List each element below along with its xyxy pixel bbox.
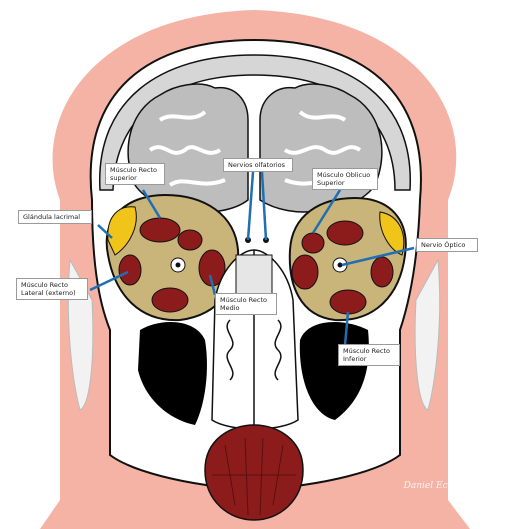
signature: Daniel Echeverría (404, 481, 486, 491)
label-superior-rectus: Músculo Recto superior (105, 163, 165, 185)
left-lateral-rectus (119, 255, 141, 285)
right-lateral-rectus (371, 257, 393, 287)
label-lateral-rectus: Músculo Recto Lateral (externo) (16, 278, 88, 300)
left-superior-oblique (178, 230, 202, 250)
label-superior-oblique: Músculo Oblicuo Superior (312, 168, 378, 190)
left-inferior-rectus (152, 288, 188, 312)
label-medial-rectus: Músculo Recto Medio (215, 293, 277, 315)
label-olfactory-nerves: Nervios olfatorios (223, 158, 293, 172)
right-optic-nerve-core (338, 263, 343, 268)
label-inferior-rectus: Músculo Recto Inferior (338, 344, 400, 366)
right-medial-rectus (292, 255, 318, 289)
left-superior-rectus (140, 218, 180, 242)
ethmoid-cells (236, 255, 272, 295)
tongue (205, 425, 303, 520)
right-superior-oblique (302, 233, 324, 253)
label-optic-nerve: Nervio Óptico (416, 238, 478, 252)
right-superior-rectus (327, 221, 363, 245)
left-optic-nerve-core (176, 263, 181, 268)
label-lacrimal-gland: Glándula lacrimal (18, 210, 92, 224)
right-inferior-rectus (330, 290, 366, 314)
